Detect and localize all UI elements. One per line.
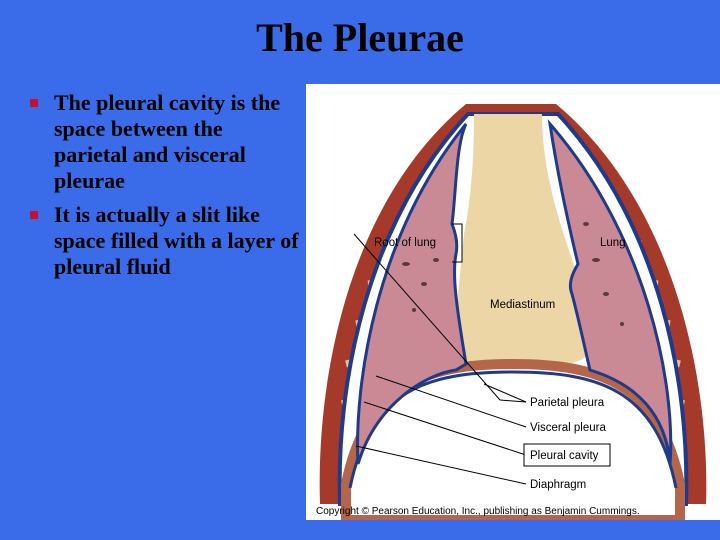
square-bullet-icon — [30, 99, 38, 107]
square-bullet-icon — [30, 211, 38, 219]
parietal-pleura-label: Parietal pleura — [530, 397, 605, 409]
visceral-pleura-label: Visceral pleura — [530, 422, 606, 434]
bronchi-markings — [402, 222, 624, 326]
root-of-lung-bracket — [452, 223, 463, 263]
bullet-item: The pleural cavity is the space between … — [28, 90, 300, 194]
pleurae-diagram: Root of lung Lung Mediastinum Parietal p… — [306, 84, 720, 520]
pleural-cavity-label: Pleural cavity — [530, 450, 599, 462]
bullet-text: The pleural cavity is the space between … — [54, 90, 281, 193]
right-lung — [547, 119, 673, 465]
diaphragm-label: Diaphragm — [530, 479, 586, 491]
bullet-list: The pleural cavity is the space between … — [28, 90, 300, 288]
mediastinum-label: Mediastinum — [490, 299, 555, 311]
leader-lines — [353, 233, 527, 485]
mediastinum-region — [452, 114, 588, 369]
thorax-illustration: Root of lung Lung Mediastinum Parietal p… — [316, 104, 707, 520]
copyright-text: Copyright © Pearson Education, Inc., pub… — [316, 506, 640, 517]
bullet-text: It is actually a slit like space filled … — [54, 202, 299, 279]
root-of-lung-label: Root of lung — [374, 237, 436, 249]
lung-label: Lung — [600, 237, 626, 249]
slide-title: The Pleurae — [256, 15, 464, 60]
bullet-item: It is actually a slit like space filled … — [28, 202, 300, 280]
pleural-cavity-box — [523, 443, 611, 467]
